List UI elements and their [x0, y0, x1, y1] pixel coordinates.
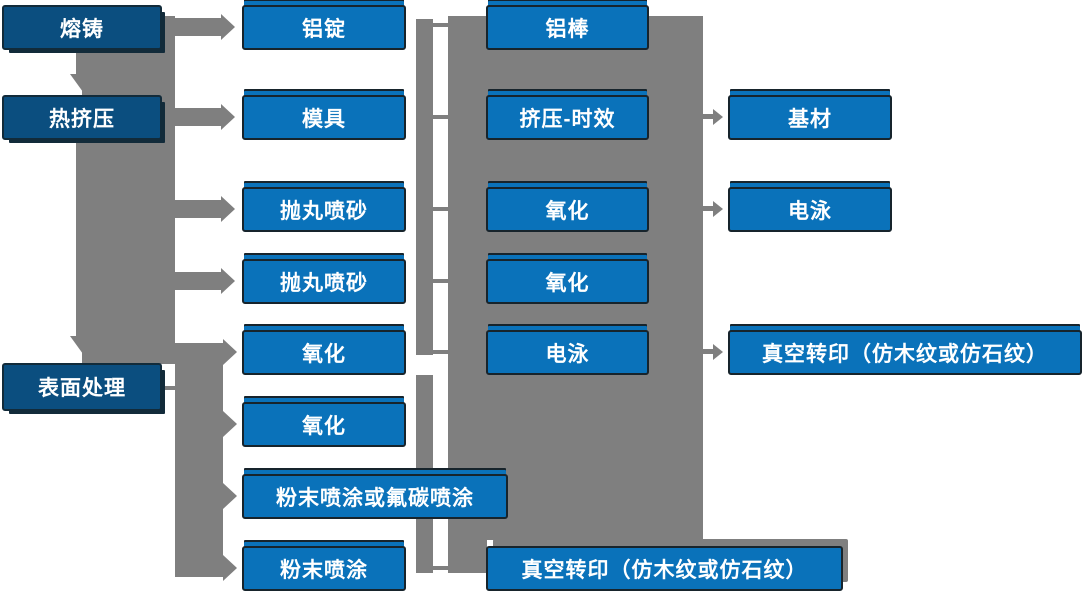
arrowhead-right-col2-row3: [221, 196, 235, 222]
arrowhead-right-col2-row5: [223, 339, 237, 365]
arrowhead-right-col2-row2: [221, 104, 235, 130]
flow-node-dianyong-c3: 电泳: [486, 330, 649, 375]
mid-tick-row1-connector: [433, 23, 448, 27]
right-small-shaft-row5-connector: [703, 349, 714, 354]
flow-node-label: 电泳: [788, 199, 832, 223]
flow-node-label: 熔铸: [60, 17, 104, 41]
flow-node-label: 抛丸喷砂: [280, 199, 368, 223]
flow-node-label: 热挤压: [49, 107, 115, 131]
right-small-shaft-row3-connector: [703, 206, 714, 211]
down-arrow-shaft-1-connector: [76, 50, 89, 76]
down-arrow-shaft-2-connector: [76, 140, 89, 338]
arrowhead-right-col2-row6: [223, 411, 237, 437]
arrowhead-right-col2-row7: [223, 483, 237, 509]
flow-node-label: 真空转印（仿木纹或仿石纹）: [762, 342, 1048, 366]
flow-node-lvbang: 铝棒: [486, 5, 649, 50]
flow-node-label: 抛丸喷砂: [280, 271, 368, 295]
flow-node-label: 氧化: [545, 199, 590, 223]
arrowhead-right-dianyong: [713, 201, 723, 217]
flow-node-label: 挤压-时效: [519, 107, 616, 131]
mid-tick-row4-connector: [433, 279, 448, 283]
flow-node-zhenkong-c3: 真空转印（仿木纹或仿石纹）: [486, 546, 843, 591]
flow-node-label: 模具: [302, 107, 346, 131]
mid-tick-row8-connector: [433, 566, 448, 570]
band-left-lower-connector: [175, 343, 223, 577]
flow-node-label: 铝棒: [545, 17, 590, 41]
flow-node-yanghua-c2-2: 氧化: [242, 402, 406, 447]
flow-node-rejiya: 热挤压: [2, 95, 162, 140]
arrowhead-right-col2-row8: [223, 555, 237, 581]
flow-node-label: 铝锭: [302, 17, 346, 41]
left-arrow-shaft-row3-connector: [175, 200, 221, 218]
right-small-shaft-row2-connector: [703, 114, 714, 119]
flow-node-jiya-shixiao: 挤压-时效: [486, 95, 649, 140]
flow-node-label: 真空转印（仿木纹或仿石纹）: [521, 558, 808, 582]
left-arrow-shaft-row1-connector: [175, 18, 221, 36]
surface-treat-link-connector: [162, 386, 178, 390]
flow-node-fenmo: 粉末喷涂: [242, 546, 406, 591]
arrowhead-right-col2-row4: [221, 268, 235, 294]
flow-node-yanghua-c3-1: 氧化: [486, 187, 649, 232]
mid-tick-row3-connector: [433, 207, 448, 211]
arrowhead-down-biaomian: [70, 336, 96, 354]
flow-node-dianyong-c4: 电泳: [728, 187, 892, 232]
band-left-upper-connector: [82, 16, 175, 364]
mid-tick-row2-connector: [433, 115, 448, 119]
arrowhead-right-jicai: [713, 109, 723, 125]
arrowhead-down-rejiya: [70, 74, 96, 92]
flow-node-paowan-pensha-2: 抛丸喷砂: [242, 259, 406, 304]
flow-node-label: 电泳: [545, 342, 590, 366]
flow-node-biaomianchuli: 表面处理: [2, 363, 162, 411]
arrowhead-right-zhenkong: [713, 344, 723, 360]
flow-node-paowan-pensha-1: 抛丸喷砂: [242, 187, 406, 232]
flow-node-rongzhu: 熔铸: [2, 5, 162, 50]
flow-node-label: 粉末喷涂或氟碳喷涂: [276, 486, 474, 510]
band-middle-foot-connector: [448, 540, 487, 573]
flow-node-label: 基材: [788, 107, 832, 131]
arrowhead-right-col2-row1: [221, 14, 235, 40]
flow-node-label: 表面处理: [38, 377, 126, 400]
flow-node-moju: 模具: [242, 95, 406, 140]
flow-node-lvding: 铝锭: [242, 5, 406, 50]
flow-node-yanghua-c3-2: 氧化: [486, 259, 649, 304]
flow-node-zhenkong-c4: 真空转印（仿木纹或仿石纹）: [728, 330, 1082, 375]
flow-node-jicai: 基材: [728, 95, 892, 140]
left-arrow-shaft-row2-connector: [175, 108, 221, 126]
left-arrow-shaft-row4-connector: [175, 272, 221, 290]
mid-bar-upper-connector: [416, 19, 433, 355]
flow-node-label: 氧化: [545, 271, 590, 295]
flow-node-label: 粉末喷涂: [280, 558, 368, 582]
flow-node-label: 氧化: [302, 414, 346, 438]
flow-node-fenmo-futan: 粉末喷涂或氟碳喷涂: [242, 474, 508, 519]
flow-node-yanghua-c2-1: 氧化: [242, 330, 406, 375]
mid-tick-row5-connector: [433, 350, 448, 354]
flow-node-label: 氧化: [302, 342, 346, 366]
